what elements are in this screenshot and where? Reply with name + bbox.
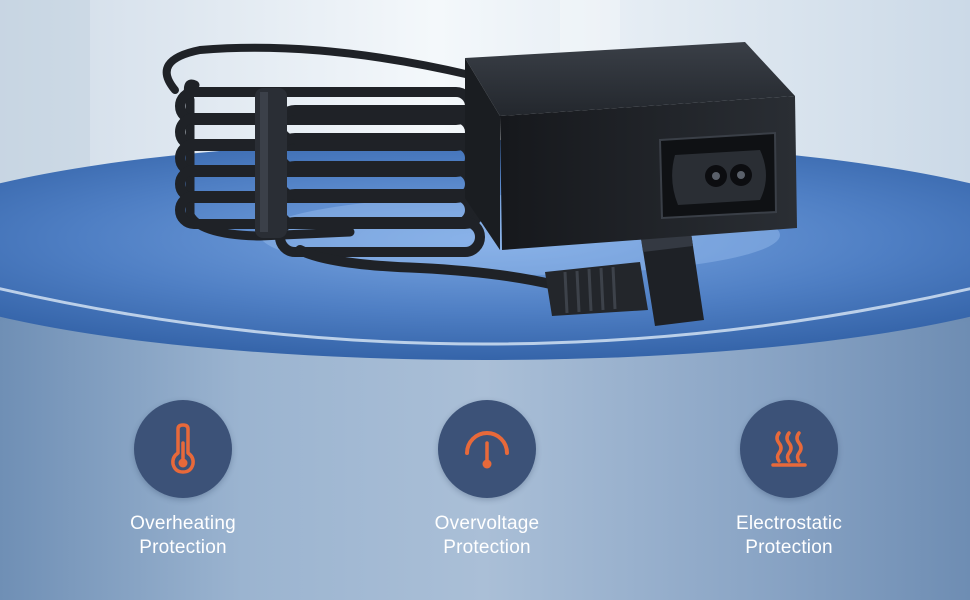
feature-badge: [438, 400, 536, 498]
feature-badge: [740, 400, 838, 498]
feature-label-line1: Overvoltage: [434, 513, 540, 534]
feature-label-line1: Electrostatic: [735, 513, 843, 534]
feature-badge: [134, 400, 232, 498]
feature-label-line1: Overheating: [130, 513, 236, 534]
feature-overheating: Overheating Protection: [73, 400, 293, 560]
feature-electrostatic: Electrostatic Protection: [679, 400, 899, 560]
feature-label: Overvoltage Protection: [377, 512, 597, 560]
thermometer-icon: [171, 423, 195, 474]
feature-label: Overheating Protection: [73, 512, 293, 560]
feature-overvoltage: Overvoltage Protection: [377, 400, 597, 560]
feature-label-line2: Protection: [443, 537, 531, 558]
feature-label-line2: Protection: [745, 537, 833, 558]
gauge-icon: [465, 431, 509, 469]
feature-label-line2: Protection: [139, 537, 227, 558]
heat-waves-icon: [771, 431, 807, 467]
feature-label: Electrostatic Protection: [679, 512, 899, 560]
